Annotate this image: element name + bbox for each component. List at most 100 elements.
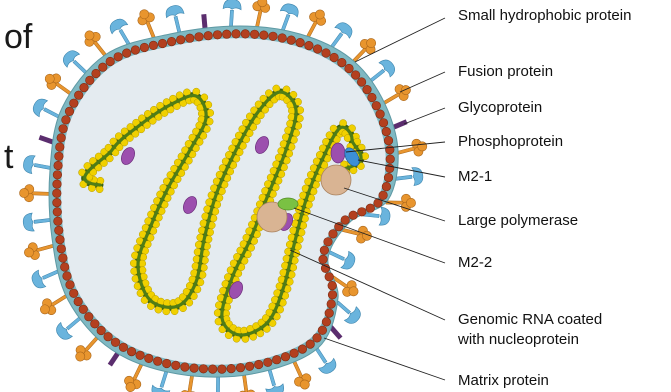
nucleoprotein-bead xyxy=(214,309,221,316)
glyco-head xyxy=(335,19,355,38)
glyco-stalk xyxy=(281,14,290,30)
matrix-protein-bead xyxy=(386,146,395,155)
fusion-stalk xyxy=(398,147,416,155)
matrix-protein-bead xyxy=(204,31,213,40)
matrix-protein-bead xyxy=(54,217,63,226)
label-m21: M2-1 xyxy=(458,168,492,185)
matrix-protein-bead xyxy=(85,312,94,321)
glycoprotein xyxy=(222,0,242,27)
glycoprotein xyxy=(209,377,227,392)
fusion-head xyxy=(19,188,29,198)
glyco-stalk xyxy=(370,69,385,81)
matrix-protein-bead xyxy=(366,204,375,213)
matrix-protein-bead xyxy=(104,332,113,341)
glyco-stalk xyxy=(396,175,412,180)
matrix-protein-bead xyxy=(53,198,62,207)
glyco-head xyxy=(29,270,45,291)
matrix-protein-bead xyxy=(327,300,336,309)
matrix-protein-bead xyxy=(186,34,195,43)
fusion-stalk xyxy=(50,295,67,307)
matrix-protein-bead xyxy=(313,45,322,54)
matrix-protein-bead xyxy=(111,338,120,347)
matrix-protein-bead xyxy=(330,53,339,62)
matrix-protein-bead xyxy=(376,110,385,119)
matrix-protein-bead xyxy=(86,76,95,85)
nucleoprotein-bead xyxy=(96,186,103,193)
matrix-protein-bead xyxy=(290,349,299,358)
matrix-protein-bead xyxy=(328,291,337,300)
matrix-protein-bead xyxy=(322,49,331,58)
matrix-protein-bead xyxy=(53,208,62,217)
matrix-protein-bead xyxy=(55,226,64,235)
matrix-protein-bead xyxy=(70,99,79,108)
label-sh: Small hydrophobic protein xyxy=(458,7,631,24)
matrix-protein-bead xyxy=(97,326,106,335)
matrix-protein-bead xyxy=(53,189,62,198)
matrix-protein-bead xyxy=(140,43,149,52)
glyco-stalk xyxy=(336,301,350,314)
fusion-stalk xyxy=(145,20,155,38)
matrix-protein-bead xyxy=(149,41,158,50)
fusion-stalk xyxy=(243,375,249,392)
matrix-protein-bead xyxy=(74,297,83,306)
matrix-protein-bead xyxy=(319,255,328,264)
glyco-head xyxy=(164,4,184,18)
matrix-protein-bead xyxy=(351,71,360,80)
matrix-protein-bead xyxy=(218,365,227,374)
fusion-protein xyxy=(236,374,257,392)
matrix-protein-bead xyxy=(62,116,71,125)
matrix-protein-bead xyxy=(57,134,66,143)
fusion-stalk xyxy=(35,244,53,252)
matrix-protein-bead xyxy=(328,281,337,290)
matrix-protein-bead xyxy=(80,83,89,92)
matrix-protein-bead xyxy=(56,235,65,244)
fusion-protein xyxy=(135,7,162,41)
matrix-protein-bead xyxy=(122,49,131,58)
label-fusion: Fusion protein xyxy=(458,63,553,80)
fusion-protein xyxy=(396,137,429,161)
glyco-stalk xyxy=(216,377,219,392)
glyco-stalk xyxy=(316,348,327,363)
matrix-protein-bead xyxy=(368,93,377,102)
matrix-protein-bead xyxy=(59,125,68,134)
fusion-stalk xyxy=(342,228,360,235)
matrix-protein-bead xyxy=(106,57,115,66)
matrix-protein-bead xyxy=(55,152,64,161)
matrix-protein-bead xyxy=(74,91,83,100)
matrix-protein-bead xyxy=(213,31,222,40)
glyco-head xyxy=(22,154,35,174)
matrix-protein-bead xyxy=(222,30,231,39)
matrix-protein-bead xyxy=(145,354,154,363)
fusion-stalk xyxy=(384,92,401,104)
matrix-protein-bead xyxy=(60,263,69,272)
matrix-protein-bead xyxy=(287,36,296,45)
large-polymerase xyxy=(321,165,351,195)
matrix-protein-bead xyxy=(66,281,75,290)
matrix-protein-bead xyxy=(325,309,334,318)
matrix-protein-bead xyxy=(153,357,162,366)
matrix-protein-bead xyxy=(53,171,62,180)
fusion-protein xyxy=(249,0,272,28)
matrix-protein-bead xyxy=(298,345,307,354)
matrix-protein-bead xyxy=(372,101,381,110)
matrix-protein-bead xyxy=(199,365,208,374)
matrix-protein-bead xyxy=(278,34,287,43)
glyco-head xyxy=(379,207,391,226)
glyco-stalk xyxy=(119,29,130,44)
matrix-protein-bead xyxy=(208,365,217,374)
glyco-stalk xyxy=(174,16,181,32)
matrix-protein-bead xyxy=(241,30,250,39)
glycoprotein xyxy=(22,211,51,232)
matrix-protein-bead xyxy=(172,361,181,370)
nucleoprotein-bead xyxy=(297,107,304,114)
label-matrix: Matrix protein xyxy=(458,372,549,389)
matrix-protein-bead xyxy=(63,272,72,281)
glyco-head xyxy=(30,96,47,117)
nucleoprotein-bead xyxy=(362,153,369,160)
fusion-head xyxy=(406,198,415,207)
matrix-protein-bead xyxy=(190,364,199,373)
matrix-protein-bead xyxy=(379,191,388,200)
matrix-protein-bead xyxy=(131,46,140,55)
matrix-protein-bead xyxy=(306,340,315,349)
label-rna1: Genomic RNA coated xyxy=(458,311,602,328)
